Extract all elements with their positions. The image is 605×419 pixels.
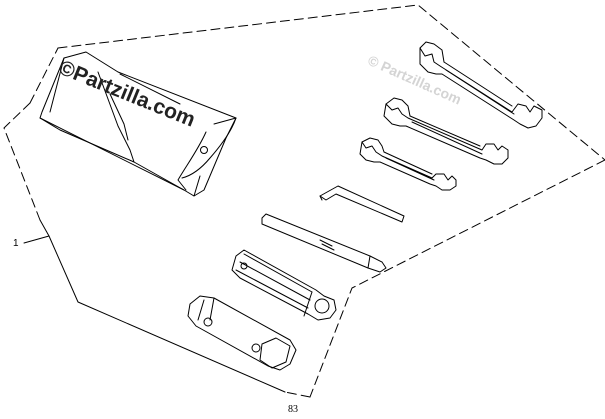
hex-key xyxy=(319,185,405,223)
callout-leader-1 xyxy=(23,235,50,244)
callout-label-1: 1 xyxy=(13,238,19,249)
screwdriver-handle xyxy=(231,249,337,321)
double-open-end-wrench-small xyxy=(359,137,457,191)
screwdriver-blade xyxy=(261,213,387,273)
page-number: 83 xyxy=(288,404,298,415)
tool-bag xyxy=(39,51,237,197)
assembly-boundary-solid xyxy=(39,219,286,393)
spark-plug-socket-wrench xyxy=(187,295,297,371)
assembly-boundary xyxy=(3,4,605,398)
double-open-end-wrench-medium xyxy=(383,97,509,165)
double-open-end-wrench-large xyxy=(419,41,543,129)
